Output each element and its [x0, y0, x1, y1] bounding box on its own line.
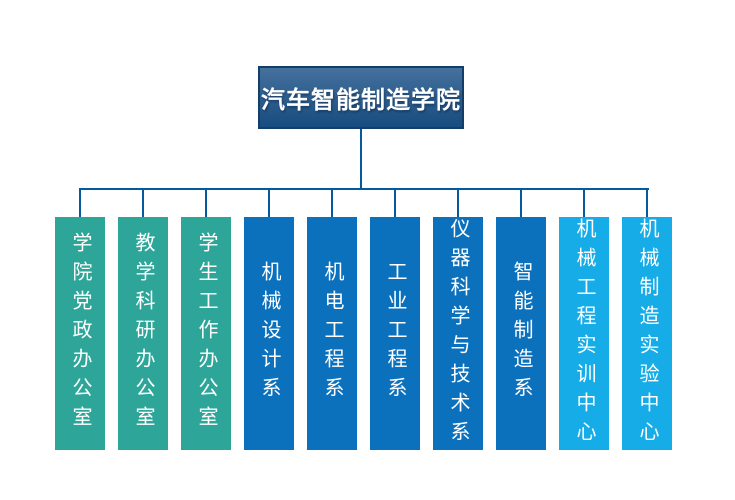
connector-drop	[268, 188, 270, 217]
connector-drop	[142, 188, 144, 217]
node-mechatronics-engineering-dept: 机电工程系	[307, 188, 357, 450]
connector-drop	[79, 188, 81, 217]
node-teaching-research-office: 教学科研办公室	[118, 188, 168, 450]
node-mechanical-manufacturing-lab-center: 机械制造实验中心	[622, 188, 672, 450]
node-mechanical-engineering-training-center: 机械工程实训中心	[559, 188, 609, 450]
connector-drop	[646, 188, 648, 217]
node-label: 智能制造系	[510, 261, 532, 406]
node-label: 工业工程系	[384, 261, 406, 406]
node-label: 机械制造实验中心	[636, 217, 658, 450]
node-label: 学生工作办公室	[195, 232, 217, 435]
connector-drop	[520, 188, 522, 217]
connector-drop	[205, 188, 207, 217]
children-row: 学院党政办公室 教学科研办公室 学生工作办公室 机械设计系 机电工程系 工业工程…	[55, 188, 672, 450]
connector-drop	[583, 188, 585, 217]
connector-horizontal	[79, 188, 649, 190]
node-label: 仪器科学与技术系	[447, 217, 469, 450]
node-industrial-engineering-dept: 工业工程系	[370, 188, 420, 450]
node-label: 机电工程系	[321, 261, 343, 406]
node-instrument-science-tech-dept: 仪器科学与技术系	[433, 188, 483, 450]
node-label: 机械设计系	[258, 261, 280, 406]
node-label: 学院党政办公室	[69, 232, 91, 435]
connector-drop	[457, 188, 459, 217]
node-label: 教学科研办公室	[132, 232, 154, 435]
node-student-affairs-office: 学生工作办公室	[181, 188, 231, 450]
connector-stem	[360, 129, 362, 189]
connector-drop	[331, 188, 333, 217]
root-college-label: 汽车智能制造学院	[261, 87, 461, 114]
connector-drop	[394, 188, 396, 217]
node-root-college: 汽车智能制造学院	[258, 66, 464, 129]
node-intelligent-manufacturing-dept: 智能制造系	[496, 188, 546, 450]
node-label: 机械工程实训中心	[573, 217, 595, 450]
node-college-party-admin-office: 学院党政办公室	[55, 188, 105, 450]
node-mechanical-design-dept: 机械设计系	[244, 188, 294, 450]
